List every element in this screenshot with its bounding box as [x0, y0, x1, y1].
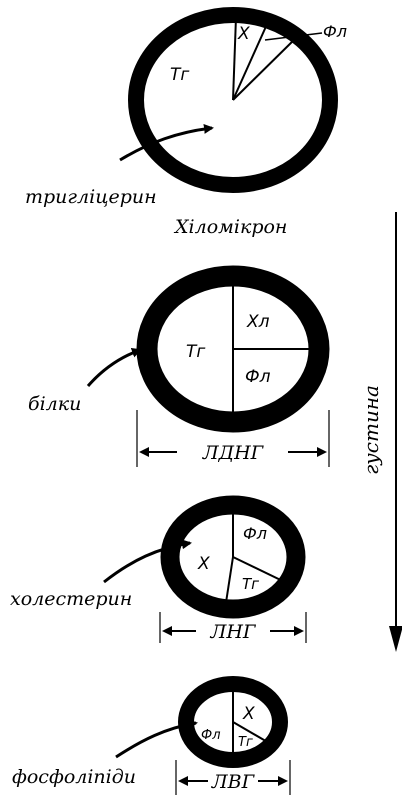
- hdl-particle: Х Фл Тг фосфоліпіди ЛВГ: [12, 684, 290, 795]
- ldl-pointer-label: холестерин: [10, 588, 132, 610]
- hdl-name: ЛВГ: [211, 771, 256, 793]
- ldl-particle: Фл Х Тг холестерин ЛНГ: [10, 505, 306, 643]
- hdl-pointer-label: фосфоліпіди: [12, 766, 136, 788]
- chylomicron-phos-label: Фл: [323, 22, 347, 41]
- hdl-chol-label: Х: [242, 704, 255, 724]
- chylomicron-name: Хіломікрон: [173, 216, 287, 238]
- chylomicron-chol-label: Х: [237, 24, 250, 44]
- vldl-chol-label: Хл: [246, 312, 270, 332]
- ldl-phos-label: Фл: [243, 524, 267, 543]
- vldl-name: ЛДНГ: [202, 442, 265, 464]
- chylomicron-pointer-label: тригліцерин: [25, 186, 157, 208]
- ldl-trig-label: Тг: [242, 575, 259, 593]
- chylomicron-trig-label: Тг: [170, 65, 189, 85]
- vldl-particle: Хл Фл Тг білки ЛДНГ: [28, 276, 329, 467]
- ldl-name: ЛНГ: [209, 621, 256, 643]
- vldl-trig-label: Тг: [186, 342, 205, 362]
- vldl-pointer-arrow: [88, 350, 140, 386]
- density-axis-label: густина: [359, 385, 383, 475]
- density-arrowhead: [389, 626, 402, 652]
- hdl-trig-label: Тг: [238, 735, 253, 750]
- vldl-pointer-label: білки: [28, 393, 81, 415]
- density-axis: густина: [359, 212, 402, 652]
- hdl-phos-label: Фл: [201, 728, 221, 743]
- vldl-phos-label: Фл: [245, 367, 271, 387]
- chylomicron-particle: Х Фл Тг тригліцерин Хіломікрон: [25, 15, 347, 238]
- ldl-chol-label: Х: [197, 554, 210, 574]
